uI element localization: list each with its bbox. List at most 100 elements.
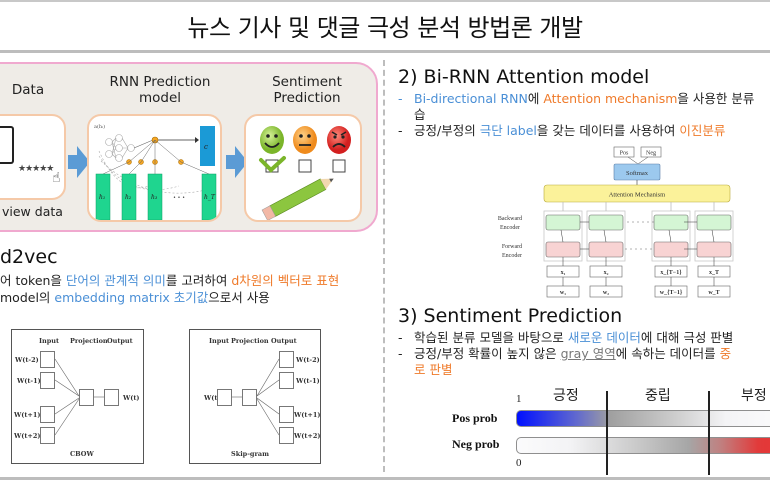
stage-sentiment-title: Sentiment Prediction — [247, 74, 367, 106]
backward-cell — [696, 214, 732, 231]
highlight-d-dim-vector: d차원의 벡터로 표현 — [231, 273, 340, 288]
cbow-input-label: W(t-1) — [17, 377, 41, 385]
rnn-model-card: a(hᵢ) c h₁ h₂ h₃ h_T • • • — [87, 114, 222, 222]
hT-label: h_T — [204, 194, 216, 201]
skipgram-output-label: W(t-2) — [296, 356, 320, 364]
attention-layer — [543, 184, 731, 203]
bi-rnn-bullet2: -긍정/부정의 극단 label을 갖는 데이터를 사용하여 이진분류 — [398, 120, 725, 139]
text-span: 으로서 사용 — [208, 290, 270, 305]
text-span: 에 속하는 데이터를 — [615, 346, 720, 361]
bi-rnn-diagram: Pos Neg Softmax Attention Mechanism Back… — [498, 146, 734, 298]
skipgram-output-label: W(t+1) — [294, 411, 321, 419]
skipgram-output-label: W(t-1) — [296, 377, 320, 385]
sentiment-prediction-title: 3) Sentiment Prediction — [398, 305, 623, 327]
text-span: model의 — [0, 290, 55, 305]
fwd-to-bwd-link — [668, 229, 672, 243]
document-icon — [0, 126, 14, 164]
title-rule — [0, 50, 770, 53]
stage-rnn-title-line2: model — [138, 90, 182, 106]
context-vector — [200, 126, 215, 166]
skipgram-header-input: Input — [209, 337, 230, 345]
word-label: w_T — [708, 290, 719, 296]
highlight-new-data: 새로운 데이터 — [567, 330, 641, 345]
stage-sentiment-title-line2: Prediction — [273, 90, 341, 106]
cbow-output-label: W(t) — [123, 394, 140, 402]
skipgram-arrows — [232, 358, 280, 436]
bullet-dash: - — [398, 123, 403, 138]
smiley-face-icon — [260, 126, 284, 154]
highlight-extreme-label: 극단 label — [479, 123, 537, 138]
prediction-bullet1: -학습된 분류 모델을 바탕으로 새로운 데이터에 대해 극성 판별 — [398, 327, 733, 346]
backward-encoder-label-2: Encoder — [500, 225, 520, 231]
cbow-input-label: W(t+2) — [14, 432, 41, 440]
highlight-relational-meaning: 단어의 관계적 의미 — [65, 273, 166, 288]
neutral-checkbox — [298, 159, 312, 173]
context-label: c — [204, 143, 208, 151]
stage-sentiment-title-line1: Sentiment — [272, 74, 342, 90]
cbow-diagram: Input Projection Output W(t-2) W(t-1) W(… — [11, 329, 144, 464]
word-label: w₁ — [560, 290, 566, 296]
bullet-dash: - — [398, 330, 403, 345]
highlight-attention: Attention mechanism — [543, 91, 678, 106]
neg-prob-label: Neg prob — [452, 437, 500, 451]
softmax-label: Softmax — [626, 170, 649, 177]
prediction-bullet2: -긍정/부정 확률이 높지 않은 gray 영역에 속하는 데이터를 중 — [398, 343, 731, 362]
bi-rnn-title: 2) Bi-RNN Attention model — [398, 66, 650, 88]
skipgram-caption: Skip-gram — [231, 450, 269, 458]
input-vector-label: x_{T−1} — [660, 270, 682, 276]
tick-bottom-label: 0 — [516, 457, 522, 469]
cbow-header-input: Input — [39, 337, 60, 345]
fwd-to-bwd-link — [560, 229, 564, 243]
prediction-bullet2-wrap: 로 판별 — [414, 362, 453, 377]
negative-checkbox — [332, 159, 346, 173]
pos-output-node — [613, 146, 635, 158]
bi-rnn-bullet1-wrap: 습 — [414, 107, 426, 122]
pipeline-arrow-2 — [226, 146, 248, 178]
fwd-to-bwd-link — [711, 229, 715, 243]
backward-cell — [545, 214, 581, 231]
cbow-caption: CBOW — [70, 450, 94, 458]
word2vec-line2: model의 embedding matrix 초기값으로서 사용 — [0, 287, 270, 306]
text-span: 에 대해 극성 판별 — [640, 330, 734, 345]
tick-top-label: 1 — [516, 393, 522, 405]
cbow-input-label: W(t+1) — [14, 411, 41, 419]
sentiment-card — [244, 114, 362, 222]
forward-encoder-label-2: Encoder — [502, 253, 522, 259]
text-span: 에 — [527, 91, 544, 106]
text-span: 을 갖는 데이터를 사용하여 — [536, 123, 680, 138]
skipgram-output-label: W(t+2) — [294, 432, 321, 440]
h2-label: h₂ — [125, 194, 132, 201]
word-label: w_{T−1} — [660, 290, 683, 296]
pencil-icon — [261, 178, 334, 220]
highlight-binary: 이진분류 — [679, 123, 726, 138]
forward-cell — [588, 241, 624, 258]
backward-cell — [588, 214, 624, 231]
backward-encoder-label: Backward — [498, 216, 522, 222]
rating-stars-icon: ★★★★★ — [18, 164, 54, 174]
skipgram-input-label: W(t) — [204, 394, 221, 402]
highlight-neutral: 중 — [719, 346, 732, 361]
forward-encoder-label: Forward — [502, 244, 522, 250]
neg-output-node — [640, 146, 662, 158]
review-data-card: ★★★★★ ☝ — [0, 114, 66, 200]
cbow-input-label: W(t-2) — [15, 356, 39, 364]
neg-prob-bar — [516, 437, 770, 454]
skipgram-projection-cell — [242, 389, 257, 406]
cbow-header-output: Output — [107, 337, 133, 345]
skipgram-output-cell — [279, 427, 294, 444]
check-mark-icon — [259, 156, 286, 173]
input-vector-label: x₂ — [604, 270, 609, 276]
zone-neutral-label: 중립 — [645, 388, 671, 404]
cbow-input-cell — [40, 372, 55, 389]
skipgram-diagram: Input Projection Output W(t) W(t-2) W(t-… — [189, 329, 321, 464]
cbow-header-projection: Projection — [70, 337, 108, 345]
rnn-attention-diagram: a(hᵢ) c h₁ h₂ h₃ h_T • • • — [94, 123, 217, 220]
pipeline-arrow-1 — [68, 146, 90, 178]
neg-output-label: Neg — [646, 151, 656, 157]
highlight-embedding-init: embedding matrix 초기값 — [54, 290, 209, 305]
angry-face-icon — [327, 126, 351, 154]
cbow-arrows — [54, 358, 104, 436]
word2vec-title: d2vec — [0, 246, 58, 268]
neutral-face-icon — [293, 126, 317, 154]
threshold-line-negative — [708, 391, 710, 475]
